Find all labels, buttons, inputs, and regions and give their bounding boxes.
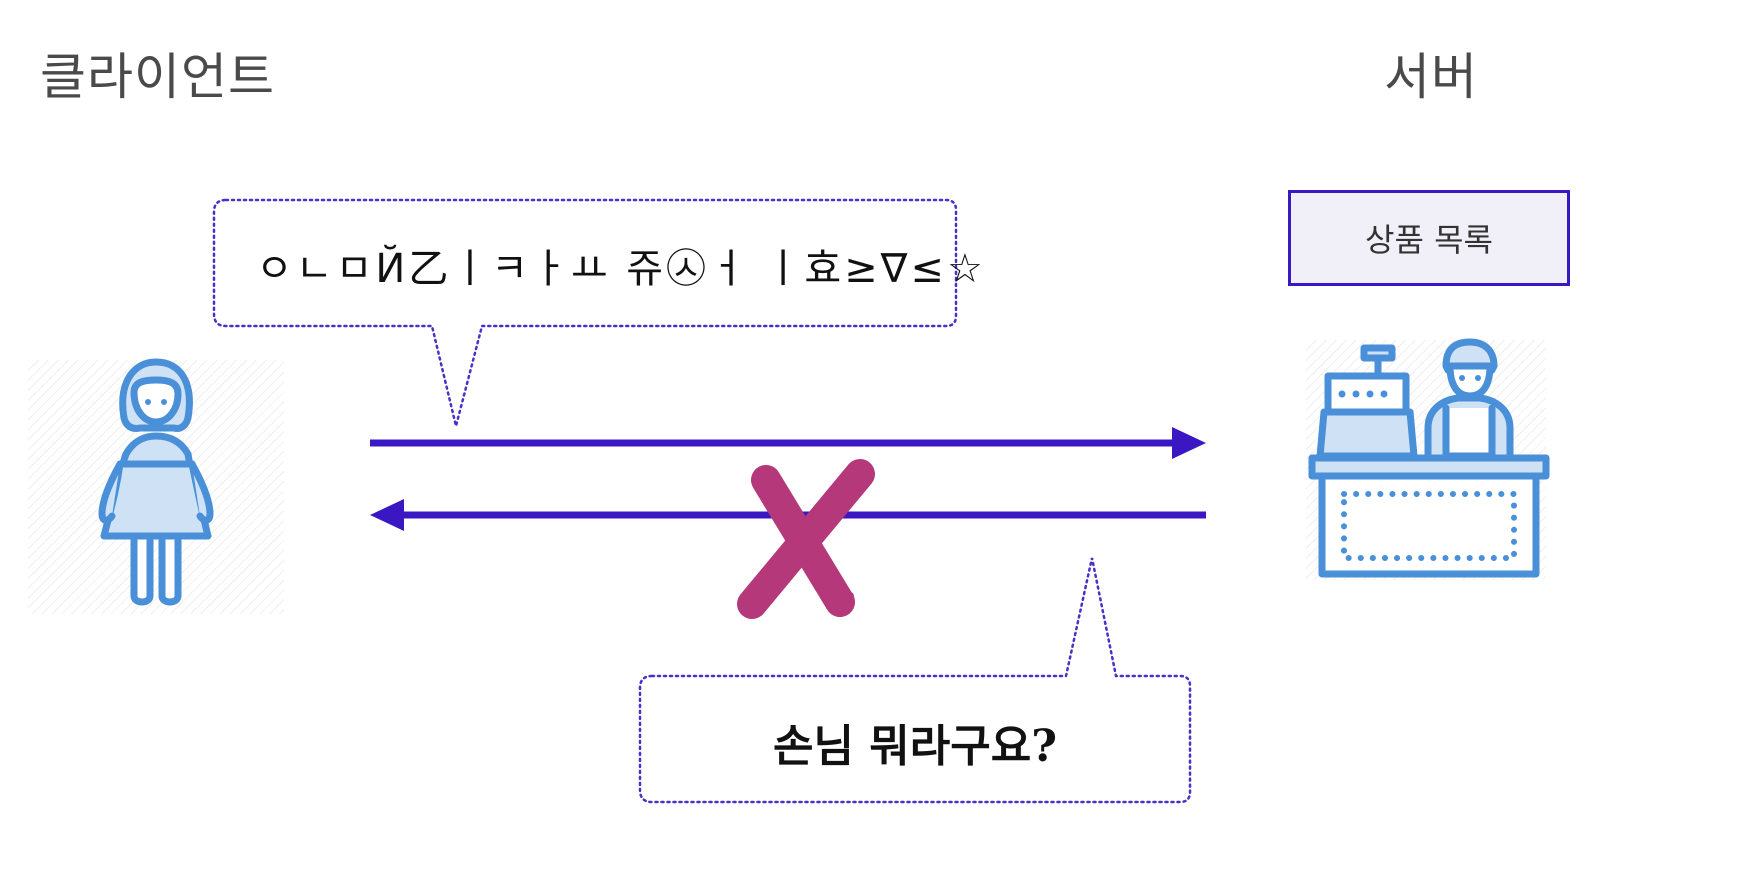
woman-customer-icon [98, 358, 214, 606]
client-label: 클라이언트 [40, 48, 275, 106]
server-message: 손님 뭐라구요? [773, 721, 1057, 772]
product-catalog-box: 상품 목록 [1288, 190, 1570, 286]
client-message: ㅇㄴㅁЙ乙ㅣㅋㅏㅛ 쥬㉦ㅓ ㅣ효≥∇≤☆ [256, 246, 986, 292]
product-catalog-label: 상품 목록 [1365, 221, 1493, 259]
cashier-register-icon [1308, 338, 1550, 578]
server-label: 서버 [1384, 48, 1478, 106]
